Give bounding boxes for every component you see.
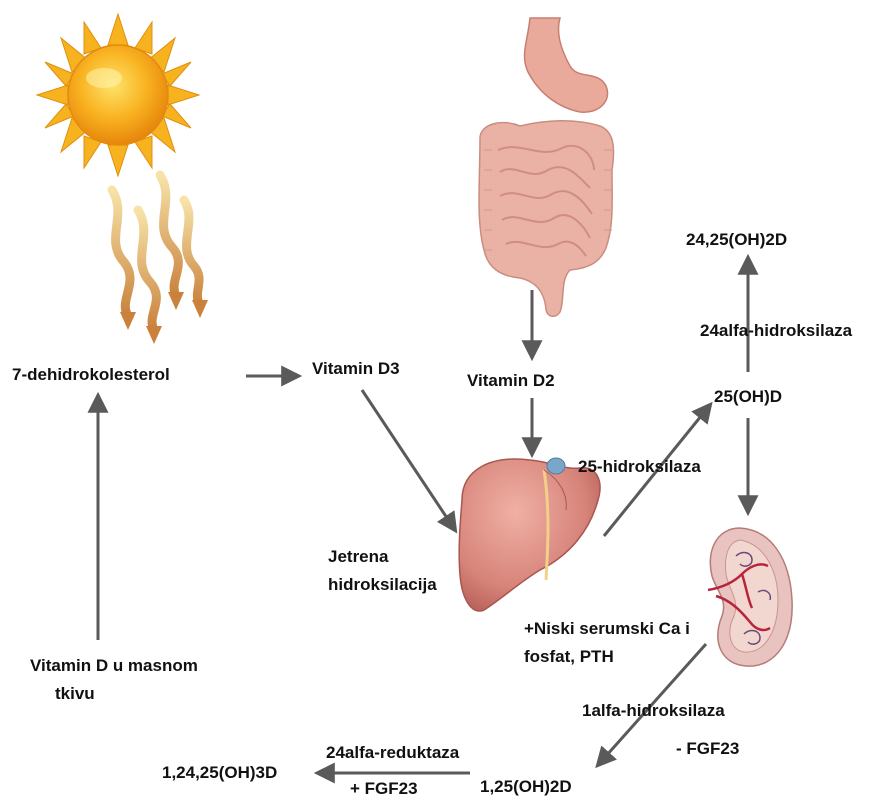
label-low-calcium-line1: +Niski serumski Ca i — [524, 618, 690, 640]
sun-icon — [37, 14, 199, 176]
liver-icon — [459, 458, 600, 611]
label-minus-fgf23: - FGF23 — [676, 738, 739, 760]
label-liver-line2: hidroksilacija — [328, 574, 437, 596]
kidney-icon — [708, 528, 792, 666]
heat-waves-icon — [112, 175, 200, 330]
label-vitamin-d3: Vitamin D3 — [312, 358, 400, 380]
label-24-25-oh2d: 24,25(OH)2D — [686, 229, 787, 251]
label-vitamin-d-fat-line2: tkivu — [55, 683, 95, 705]
arrow-vitd3-to-liver — [362, 390, 455, 530]
label-plus-fgf23: + FGF23 — [350, 778, 418, 800]
label-1-24-25-oh3d: 1,24,25(OH)3D — [162, 762, 277, 784]
label-24alpha-hydroxylase: 24alfa-hidroksilaza — [700, 320, 852, 342]
label-25-hydroxylase: 25-hidroksilaza — [578, 456, 701, 478]
label-25ohd: 25(OH)D — [714, 386, 782, 408]
label-liver-line1: Jetrena — [328, 546, 388, 568]
label-vitamin-d-fat-line1: Vitamin D u masnom — [30, 655, 198, 677]
label-24alpha-reductase: 24alfa-reduktaza — [326, 742, 459, 764]
label-vitamin-d2: Vitamin D2 — [467, 370, 555, 392]
arrows — [98, 258, 748, 773]
label-1alpha-hydroxylase: 1alfa-hidroksilaza — [582, 700, 725, 722]
digestive-tract-icon — [479, 18, 614, 316]
label-low-calcium-line2: fosfat, PTH — [524, 646, 614, 668]
label-1-25-oh2d: 1,25(OH)2D — [480, 776, 572, 798]
label-7-dehydrocholesterol: 7-dehidrokolesterol — [12, 364, 170, 386]
